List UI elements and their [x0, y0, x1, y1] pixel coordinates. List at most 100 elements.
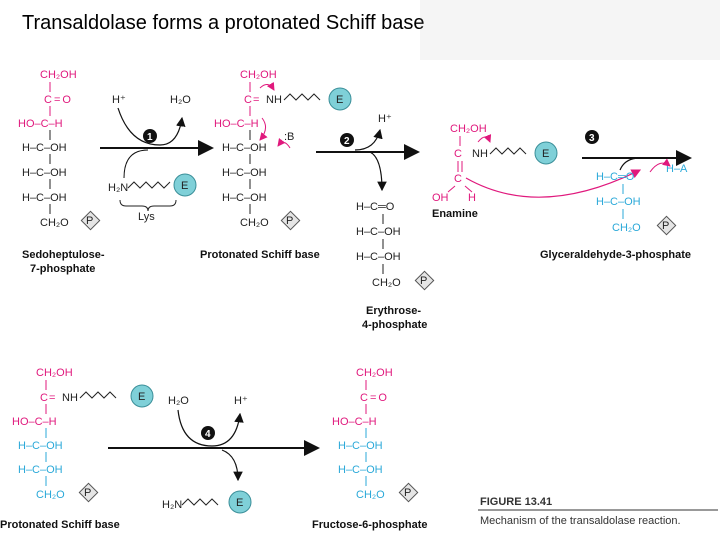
f6p-h-c-oh-1: H–C–OH [338, 440, 383, 452]
enamine-nh: NH [472, 148, 488, 160]
step4-h2n: H₂N [162, 499, 182, 511]
step-4-number: 4 [205, 429, 211, 440]
schiff-c-eq-n: C= [244, 94, 259, 106]
enzyme-icon-step1 [173, 173, 197, 197]
schiff2-nh: NH [62, 392, 78, 404]
schiff2-ch2o: CH₂O [36, 489, 65, 501]
f6p-structure: CH₂OH C=O HO–C–H H–C–OH H–C–OH CH₂O P [332, 367, 419, 503]
f6p-c-eq-o: C=O [360, 392, 387, 404]
step-4-badge [201, 426, 215, 440]
sedo-phosphate-icon [80, 210, 101, 231]
sedo-c-eq-o: C=O [44, 94, 71, 106]
f6p-name: Fructose-6-phosphate [312, 519, 428, 531]
figure-label: FIGURE 13.41 [480, 496, 552, 508]
sedoheptulose-name-2: 7-phosphate [30, 263, 95, 275]
f6p-phosphate-label: P [404, 487, 411, 499]
sedoheptulose-name-1: Sedoheptulose- [22, 249, 105, 261]
g3p-structure: H–C═O H–C–OH CH₂O P H–A [596, 158, 688, 236]
enamine-ch2oh: CH₂OH [450, 123, 487, 135]
schiff-h-c-o: H–C–OH [222, 142, 267, 154]
schiff2-ch2oh: CH₂OH [36, 367, 73, 379]
sedo-ho-c-h: HO–C–H [18, 118, 63, 130]
lys-label: Lys [138, 211, 155, 223]
enzyme-label-step4: E [236, 497, 243, 509]
schiff-base-2-structure: CH₂OH C= NH E HO–C–H H–C–OH H–C–OH CH₂O … [12, 367, 154, 503]
g3p-phosphate-icon [656, 215, 677, 236]
step1-reaction: H⁺ H₂O 1 H₂N E Lys [100, 94, 214, 223]
f6p-ch2o: CH₂O [356, 489, 385, 501]
enamine-h: H [468, 192, 476, 204]
ery-h-c-eq-o: H–C═O [356, 201, 395, 213]
step-2-badge [340, 133, 354, 147]
ery-h-c-oh-2: H–C–OH [356, 251, 401, 263]
schiff-ho-c-h: HO–C–H [214, 118, 259, 130]
g3p-h-c-oh: H–C–OH [596, 196, 641, 208]
schiff-ch2o: CH₂O [240, 217, 269, 229]
schiff-base-b: :B [284, 131, 294, 143]
step4-reaction: H₂O H⁺ 4 H₂N E [108, 395, 320, 514]
schiff-base-structure: CH₂OH C= NH E HO–C–H H–C–OH :B H–C–OH H–… [214, 69, 352, 231]
step-2-number: 2 [344, 136, 350, 147]
step-3-number: 3 [589, 133, 595, 144]
step2-reaction: H⁺ 2 [316, 113, 420, 192]
schiff2-h-c-oh-1: H–C–OH [18, 440, 63, 452]
g3p-h-a: H–A [666, 163, 688, 175]
step1-h-plus: H⁺ [112, 94, 126, 106]
ery-ch2o: CH₂O [372, 277, 401, 289]
step2-h-plus: H⁺ [378, 113, 392, 125]
g3p-phosphate-label: P [662, 220, 669, 232]
sedo-ch2o: CH₂O [40, 217, 69, 229]
enzyme-label-enamine: E [542, 148, 549, 160]
enzyme-icon-schiff2 [130, 384, 154, 408]
step4-h2o: H₂O [168, 395, 189, 407]
sedo-h-c-oh-3: H–C–OH [22, 192, 67, 204]
enamine-ho: OH [432, 192, 449, 204]
figure-caption: FIGURE 13.41 Mechanism of the transaldol… [478, 496, 718, 527]
schiff-nh: NH [266, 94, 282, 106]
f6p-ch2oh: CH₂OH [356, 367, 393, 379]
enamine-c: C [454, 148, 462, 160]
enamine-name: Enamine [432, 208, 478, 220]
schiff2-ho-c-h: HO–C–H [12, 416, 57, 428]
f6p-ho-c-h: HO–C–H [332, 416, 377, 428]
step4-h-plus: H⁺ [234, 395, 248, 407]
step-1-number: 1 [147, 132, 153, 143]
sedo-ch2oh: CH₂OH [40, 69, 77, 81]
erythrose-name-2: 4-phosphate [362, 319, 427, 331]
schiff-h-c-oh-3: H–C–OH [222, 192, 267, 204]
step3-reaction: 3 [582, 130, 692, 171]
enamine-structure: CH₂OH C NH E C OH H [432, 123, 642, 204]
sedo-phosphate-label: P [86, 215, 93, 227]
schiff-h-c-oh-2: H–C–OH [222, 167, 267, 179]
enzyme-icon-schiff [328, 87, 352, 111]
schiff2-phosphate-icon [78, 482, 99, 503]
f6p-h-c-oh-2: H–C–OH [338, 464, 383, 476]
g3p-name: Glyceraldehyde-3-phosphate [540, 249, 691, 261]
f6p-phosphate-icon [398, 482, 419, 503]
schiff-ch2oh: CH₂OH [240, 69, 277, 81]
step-1-badge [143, 129, 157, 143]
schiff-phosphate-label: P [286, 215, 293, 227]
g3p-h-c-eq-o: H–C═O [596, 171, 635, 183]
enzyme-icon-enamine [534, 141, 558, 165]
schiff2-c-eq-n: C= [40, 392, 55, 404]
step-3-badge [585, 130, 599, 144]
erythrose-structure: H–C═O H–C–OH H–C–OH CH₂O P [356, 201, 435, 291]
enamine-c2: C [454, 173, 462, 185]
enzyme-label-step1: E [181, 180, 188, 192]
enzyme-label-schiff: E [336, 94, 343, 106]
background-texture [420, 0, 720, 60]
lys-h2n: H₂N [108, 182, 128, 194]
slide-title: Transaldolase forms a protonated Schiff … [22, 12, 425, 34]
sedo-h-c-oh-2: H–C–OH [22, 167, 67, 179]
sedo-h-c-oh-1: H–C–OH [22, 142, 67, 154]
schiff2-h-c-oh-2: H–C–OH [18, 464, 63, 476]
figure-caption-text: Mechanism of the transaldolase reaction. [480, 515, 681, 527]
g3p-ch2o: CH₂O [612, 222, 641, 234]
schiff-phosphate-icon [280, 210, 301, 231]
enzyme-label-schiff2: E [138, 391, 145, 403]
sedoheptulose-structure: CH₂OH C=O HO–C–H H–C–OH H–C–OH H–C–OH CH… [18, 69, 101, 231]
schiff-base-name: Protonated Schiff base [200, 249, 320, 261]
ery-phosphate-label: P [420, 275, 427, 287]
